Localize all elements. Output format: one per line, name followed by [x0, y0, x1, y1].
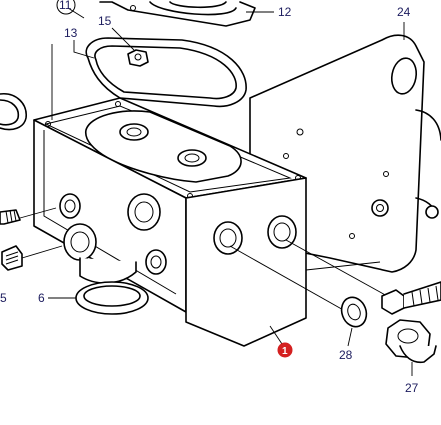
plug-5: [1, 245, 63, 271]
callout-24: 24: [397, 5, 411, 19]
leader-13: [73, 40, 95, 59]
callout-13: 13: [64, 26, 78, 40]
valve-housing-1: [33, 97, 307, 347]
plug-27: [385, 319, 437, 376]
leader-port-27: [285, 239, 399, 303]
callout-11-circle: [56, 0, 76, 15]
leader-port-28: [229, 245, 355, 317]
bolt-left: [0, 207, 57, 225]
callout-6: 6: [38, 291, 45, 305]
callout-1-badge: [277, 342, 293, 358]
bolt-upper-right: [381, 281, 441, 315]
leader-11: [67, 7, 85, 19]
callout-12: 12: [278, 5, 292, 19]
leader-bracket-housing: [305, 261, 381, 271]
washer-28: [340, 296, 368, 347]
callout-5: 5: [0, 291, 7, 305]
o-ring-left: [0, 93, 27, 131]
callout-15: 15: [98, 14, 112, 28]
callout-11: 11: [59, 0, 72, 12]
leader-1: [269, 325, 283, 345]
gasket-13: [85, 37, 247, 108]
callout-1: 1: [282, 346, 288, 357]
callout-28: 28: [339, 348, 353, 362]
callout-27: 27: [405, 381, 419, 395]
nut-15: [127, 49, 149, 67]
seal-ring-6: [48, 281, 149, 315]
cover-plate-top: [99, 1, 256, 27]
leader-15: [111, 27, 135, 51]
